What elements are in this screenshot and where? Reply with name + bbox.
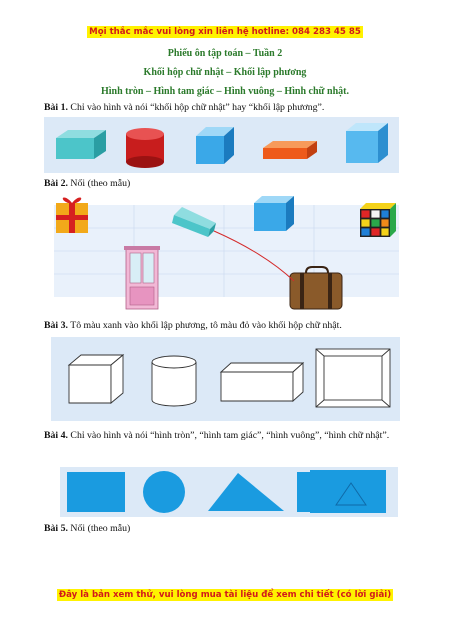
exercise-1-solids [56, 123, 388, 168]
preview-notice-banner: Đây là bản xem thử, vui lòng mua tài liệ… [0, 589, 450, 601]
exercise-4-label: Bài 4 [44, 430, 66, 441]
exercise-5-sep: . [65, 523, 68, 534]
rubik-cube-icon [360, 203, 396, 237]
circle-shape-icon [143, 471, 185, 513]
inner-triangle-outline [335, 482, 367, 506]
exercise-4-sep: . [65, 430, 68, 441]
cube-light-blue-icon [346, 123, 388, 163]
gift-box-icon [56, 197, 88, 233]
rectangle-with-triangle-shape-icon [310, 470, 386, 513]
rectangular-prism-orange-icon [263, 141, 317, 159]
exercise-2-prompt: Bài 2. Nối (theo mẫu) [44, 176, 409, 191]
suitcase-icon [289, 266, 343, 310]
preview-notice-text: Đây là bản xem thử, vui lòng mua tài liệ… [56, 589, 394, 601]
cube-blue-icon [196, 127, 234, 164]
cylinder-red-icon [126, 128, 164, 168]
cabinet-pink-icon [124, 246, 160, 310]
triangle-shape-icon [208, 473, 284, 511]
hotline-text: Mọi thắc mắc vui lòng xin liên hệ hotlin… [87, 26, 363, 38]
worksheet-subtitle-2: Hình tròn – Hình tam giác – Hình vuông –… [100, 86, 349, 97]
exercise-3-text: Tô màu xanh vào khối lập phương, tô màu … [67, 320, 342, 331]
rectangle-shape-icon [67, 472, 125, 512]
cylinder-outline-icon [151, 355, 197, 407]
exercise-5-label: Bài 5 [44, 523, 66, 534]
exercise-4-text: Chỉ vào hình và nói “hình tròn”, “hình t… [67, 430, 390, 441]
worksheet-title: Phiếu ôn tập toán – Tuần 2 [167, 48, 283, 59]
exercise-5-text: Nối (theo mẫu) [67, 523, 131, 534]
exercise-1-prompt: Bài 1. Chỉ vào hình và nói “khối hộp chữ… [44, 100, 409, 115]
cube-outline-icon [67, 354, 125, 404]
exercise-2-label: Bài 2 [44, 178, 66, 189]
exercise-4-flat-shapes [67, 470, 386, 513]
exercise-5-prompt: Bài 5. Nối (theo mẫu) [44, 521, 409, 536]
exercise-2-matching-area [54, 196, 399, 310]
sample-connection-line [213, 230, 295, 282]
worksheet-subtitle-1: Khối hộp chữ nhật – Khối lập phương [143, 67, 307, 78]
exercise-4-prompt: Bài 4. Chỉ vào hình và nói “hình tròn”, … [44, 428, 409, 443]
rectangular-prism-teal-icon [56, 130, 106, 159]
hotline-banner: Mọi thắc mắc vui lòng xin liên hệ hotlin… [0, 26, 450, 38]
exercise-2-text: Nối (theo mẫu) [67, 178, 131, 189]
exercise-2-sep: . [65, 178, 68, 189]
exercise-3-label: Bài 3. [44, 320, 68, 331]
rectangular-prism-teal-icon [172, 207, 216, 237]
exercise-1-text: Chỉ vào hình và nói “khối hộp chữ nhật” … [67, 102, 325, 113]
exercise-3-outline-solids [67, 348, 391, 408]
exercise-1-sep: . [65, 102, 68, 113]
exercise-3-prompt: Bài 3. Tô màu xanh vào khối lập phương, … [44, 318, 409, 333]
exercise-1-label: Bài 1 [44, 102, 66, 113]
cube-blue-icon [254, 196, 294, 231]
rectangular-prism-outline-icon [219, 361, 305, 403]
rectangular-frame-outline-icon [315, 348, 391, 408]
